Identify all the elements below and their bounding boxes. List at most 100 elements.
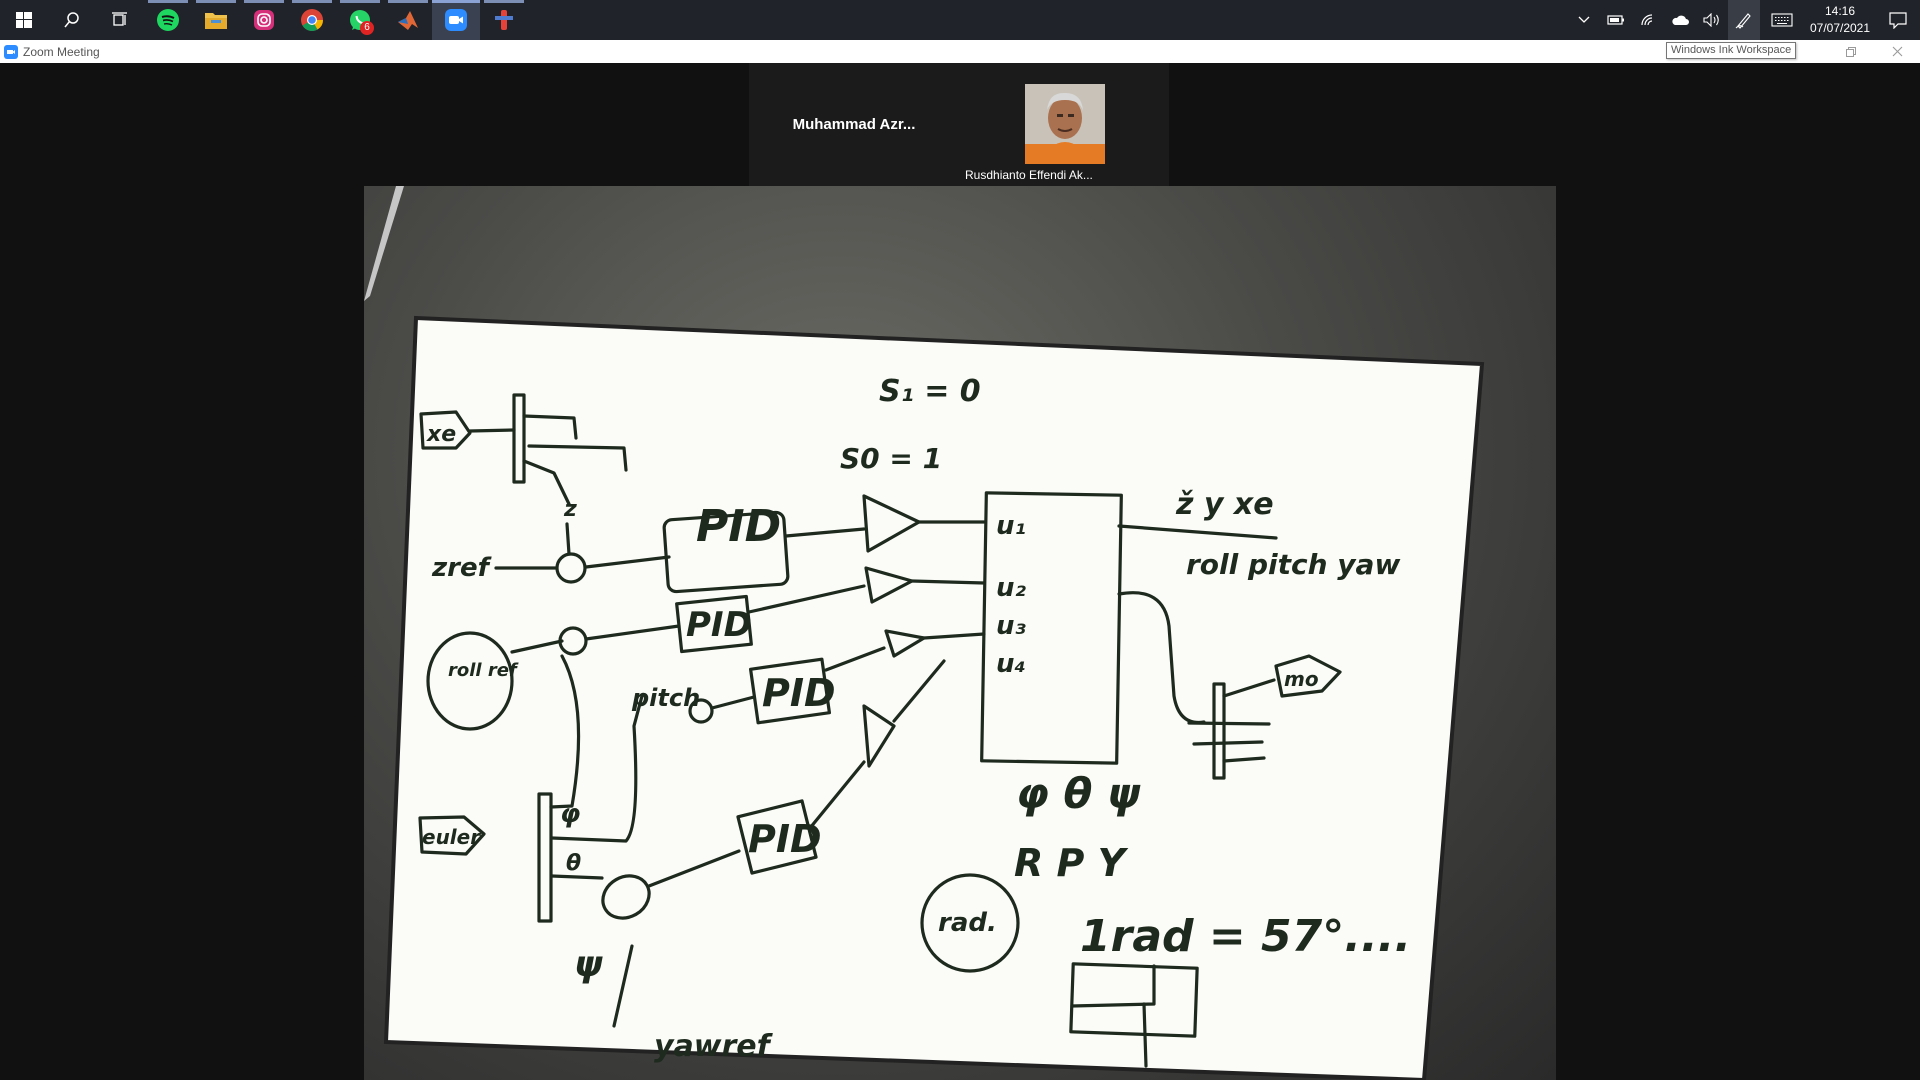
label-pid-2: PID [686,605,752,645]
participant-tile[interactable]: Rusdhianto Effendi Ak... [959,63,1169,186]
euler-input-block [418,815,486,856]
task-view-icon [112,12,127,26]
chrome-taskbar-button[interactable] [288,0,336,40]
label-rad: rad. [938,908,997,938]
label-s1: S₁ = 0 [879,374,981,409]
tooltip: Windows Ink Workspace [1666,42,1797,59]
participant-name: Muhammad Azr... [792,116,916,133]
close-icon [1892,46,1902,57]
label-pid-4: PID [748,817,822,861]
keyboard-icon [1771,13,1793,27]
participant-strip: Muhammad Azr... Rusdhianto Effendi Ak... [749,63,1169,186]
label-phi: φ [560,799,580,829]
restore-icon [1846,46,1856,57]
label-roll-ref: roll ref [448,660,519,681]
show-hidden-icons-button[interactable] [1568,0,1600,40]
search-icon [64,12,79,28]
whatsapp-taskbar-button[interactable]: 6 [336,0,384,40]
label-euler: euler [422,825,481,849]
demux-bar [512,393,526,484]
wifi-icon [1641,14,1653,26]
participant-video [1025,84,1105,164]
speaker-icon [1703,13,1719,27]
sum-junction-roll [558,626,588,656]
zoom-taskbar-button[interactable] [432,0,480,40]
matlab-taskbar-button[interactable] [384,0,432,40]
search-button[interactable] [48,0,96,40]
clock-date: 07/07/2021 [1809,21,1871,35]
label-s0: S0 = 1 [840,442,942,475]
notification-icon [1889,12,1907,29]
label-xe: xe [426,422,456,447]
window-titlebar[interactable]: Zoom Meeting [0,40,1920,63]
system-tray: 14:16 07/07/2021 [1568,0,1920,40]
euler-demux-bar [537,792,553,923]
zoom-icon [445,9,467,31]
participant-tile[interactable]: Muhammad Azr... [749,63,959,186]
pen-icon [1735,13,1751,29]
sum-junction-yaw [601,874,651,920]
volume-button[interactable] [1696,0,1728,40]
cloud-icon [1672,15,1689,25]
gain-block-2 [864,566,914,604]
participant-name: Rusdhianto Effendi Ak... [965,168,1093,182]
shared-screen[interactable]: S₁ = 0 S0 = 1 xe z zref roll ref pitch P… [364,186,1556,1080]
presenter-icon [495,10,513,30]
label-pitch: pitch [631,684,700,712]
label-u2: u₂ [996,573,1027,603]
gain-block-4 [862,704,896,768]
window-title: Zoom Meeting [23,44,100,59]
label-u1: u₁ [996,511,1026,541]
rad-circle [920,873,1020,973]
mux-output-block [1274,654,1342,698]
label-roll-pitch-yaw: roll pitch yaw [1186,548,1400,581]
instagram-taskbar-button[interactable] [240,0,288,40]
output-demux-bar [1212,682,1226,780]
network-button[interactable] [1632,0,1664,40]
spotify-icon [157,9,179,31]
matlab-icon [398,11,418,30]
meeting-area: Muhammad Azr... Rusdhianto Effendi Ak... [0,63,1920,1080]
label-psi: ψ [574,944,603,985]
spotify-taskbar-button[interactable] [144,0,192,40]
pid-block-roll [675,594,753,654]
onedrive-button[interactable] [1664,0,1696,40]
label-u4: u₄ [996,649,1026,679]
label-mux-out: mo [1284,667,1319,691]
xe-input-block [419,410,472,450]
label-rpy-greek: φ θ ψ [1016,769,1141,818]
pid-block-altitude [662,510,790,594]
label-u3: u₃ [996,611,1027,641]
label-zref: zref [431,553,493,583]
label-rpy: R P Y [1014,841,1129,885]
taskbar: 6 [0,0,1920,40]
clock-time: 14:16 [1824,4,1856,18]
label-outputs: ž y xe [1175,487,1274,522]
gain-block-1 [862,494,921,553]
chevron-up-icon [1578,16,1590,23]
restore-button[interactable] [1828,40,1874,63]
action-center-button[interactable] [1876,0,1920,40]
label-theta: θ [566,851,581,876]
file-explorer-icon [205,13,227,29]
label-yaw-ref: yawref [654,1029,774,1064]
label-pid-1: PID [696,501,781,552]
file-explorer-taskbar-button[interactable] [192,0,240,40]
pen-object [364,186,404,301]
presenter-taskbar-button[interactable] [480,0,528,40]
roll-ref-block [426,631,514,731]
label-pid-3: PID [762,671,836,715]
battery-icon [1607,15,1624,25]
sketch-rectangle [1069,962,1199,1038]
touch-keyboard-button[interactable] [1760,0,1804,40]
start-button[interactable] [0,0,48,40]
chrome-icon [301,9,323,31]
sum-junction-pitch [688,698,714,724]
whiteboard-drawing: S₁ = 0 S0 = 1 xe z zref roll ref pitch P… [364,186,1485,1080]
windows-ink-button[interactable] [1728,0,1760,40]
task-view-button[interactable] [96,0,144,40]
close-button[interactable] [1874,40,1920,63]
battery-button[interactable] [1600,0,1632,40]
clock[interactable]: 14:16 07/07/2021 [1804,0,1876,40]
instagram-icon [254,10,274,30]
